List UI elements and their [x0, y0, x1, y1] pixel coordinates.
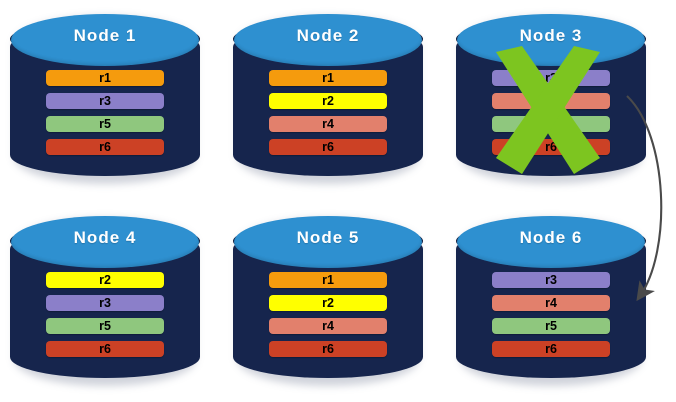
record-bar-r1[interactable]: r1 [269, 272, 387, 288]
node-cylinder-2[interactable]: Node 2 r1 r2 r4 r6 [233, 8, 423, 188]
node-label: Node 4 [73, 228, 137, 247]
record-bar-r3[interactable]: r3 [46, 295, 164, 311]
cylinder-top-disc [11, 14, 199, 66]
record-bar-r5[interactable]: r5 [46, 318, 164, 334]
record-list: r3 r4 r5 r6 [492, 272, 610, 357]
node-label: Node 6 [519, 228, 583, 247]
cylinder-top-disc [11, 216, 199, 268]
record-bar-r6[interactable]: r6 [46, 341, 164, 357]
record-bar-r1[interactable]: r1 [269, 70, 387, 86]
record-list: r1 r3 r5 r6 [46, 70, 164, 155]
record-bar-r5[interactable]: r5 [46, 116, 164, 132]
cylinder-top-disc [234, 14, 422, 66]
record-list: r1 r2 r4 r6 [269, 70, 387, 155]
record-bar-r4[interactable]: r4 [269, 318, 387, 334]
record-bar-r2[interactable]: r2 [269, 295, 387, 311]
node-label: Node 3 [519, 26, 583, 45]
record-bar-r5[interactable]: r5 [492, 116, 610, 132]
record-bar-r6[interactable]: r6 [492, 139, 610, 155]
record-bar-r2[interactable]: r2 [269, 93, 387, 109]
node-cylinder-5[interactable]: Node 5 r1 r2 r4 r6 [233, 210, 423, 390]
record-bar-r3[interactable]: r3 [492, 272, 610, 288]
node-cylinder-6[interactable]: Node 6 r3 r4 r5 r6 [456, 210, 646, 390]
record-bar-r4[interactable]: r4 [269, 116, 387, 132]
node-cylinder-3[interactable]: Node 3 r3 r4 r5 r6 [456, 8, 646, 188]
record-bar-r6[interactable]: r6 [269, 139, 387, 155]
node-cylinder-1[interactable]: Node 1 r1 r3 r5 r6 [10, 8, 200, 188]
node-label: Node 2 [296, 26, 360, 45]
record-bar-r5[interactable]: r5 [492, 318, 610, 334]
record-bar-r4[interactable]: r4 [492, 93, 610, 109]
record-bar-r4[interactable]: r4 [492, 295, 610, 311]
record-bar-r3[interactable]: r3 [492, 70, 610, 86]
record-bar-r3[interactable]: r3 [46, 93, 164, 109]
record-bar-r6[interactable]: r6 [269, 341, 387, 357]
node-label: Node 1 [73, 26, 137, 45]
node-cylinder-4[interactable]: Node 4 r2 r3 r5 r6 [10, 210, 200, 390]
record-bar-r1[interactable]: r1 [46, 70, 164, 86]
cylinder-top-disc [234, 216, 422, 268]
record-list: r1 r2 r4 r6 [269, 272, 387, 357]
cylinder-top-disc [457, 216, 645, 268]
record-bar-r6[interactable]: r6 [46, 139, 164, 155]
record-bar-r6[interactable]: r6 [492, 341, 610, 357]
record-list: r2 r3 r5 r6 [46, 272, 164, 357]
node-label: Node 5 [296, 228, 360, 247]
record-bar-r2[interactable]: r2 [46, 272, 164, 288]
record-list: r3 r4 r5 r6 [492, 70, 610, 155]
